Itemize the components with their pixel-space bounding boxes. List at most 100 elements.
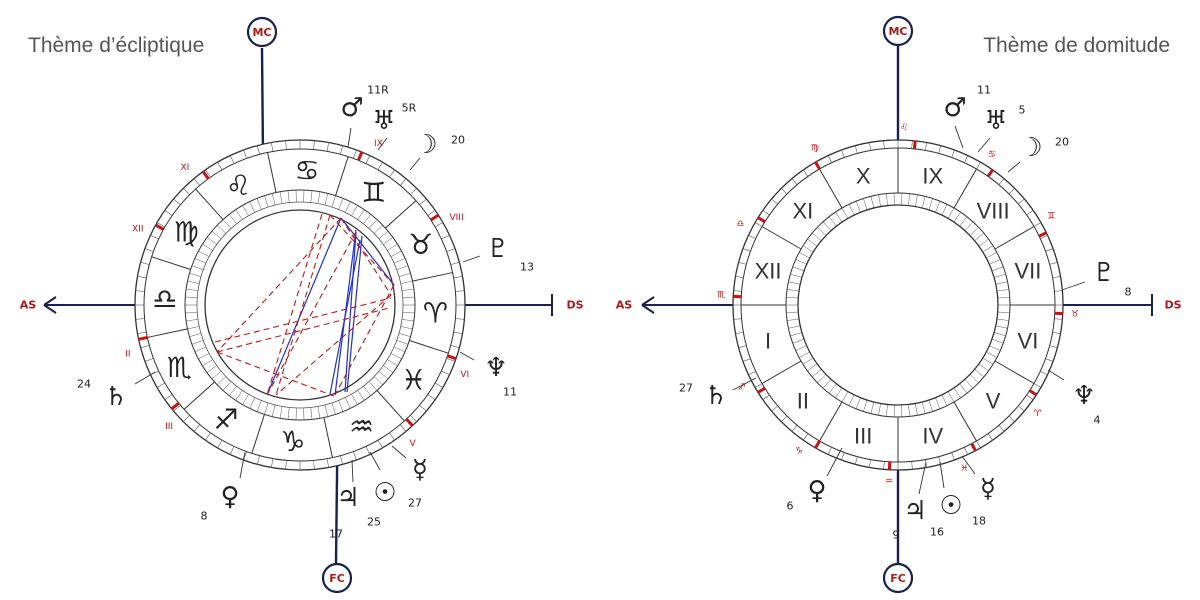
planet-moon-right-label: 20 (1055, 136, 1069, 149)
sign-divider (147, 328, 188, 338)
planet-mc-degree-right: 9 (893, 529, 900, 542)
planet-pointer-line (918, 461, 927, 495)
planet-pointer-line (954, 125, 964, 149)
planet-moon-right-glyph: ☽ (1019, 133, 1042, 163)
sign-marker-icon: ♉ (1071, 309, 1079, 319)
sign-cusp-mark (912, 140, 917, 150)
planet-mc-degree: 17 (329, 528, 343, 541)
planet-uranus-label: 5R (402, 102, 417, 115)
sign-divider (412, 272, 453, 282)
planet-saturn-glyph: ♄ (104, 382, 127, 412)
inner-degree-ticks (786, 193, 1010, 417)
sign-divider (267, 152, 277, 193)
ds-label-right: DS (1164, 299, 1181, 312)
house-x: X (856, 164, 871, 189)
planet-mars-label: 11R (367, 84, 389, 97)
planet-mercury-glyph: ☿ (412, 455, 428, 485)
sign-marker-icon: ♈ (1033, 409, 1042, 419)
planet-pointer-line (939, 461, 945, 489)
house-vii: VII (1014, 259, 1041, 284)
mc-marker-right-text: MC (888, 25, 907, 38)
planet-pluto-right-glyph: ♇ (1092, 258, 1115, 288)
planet-saturn-right: ♄27 (679, 381, 728, 411)
aspect-line-red (340, 217, 392, 296)
planet-pluto-label: 13 (520, 261, 534, 274)
planet-pointer-line (732, 377, 757, 391)
planet-uranus: ♅5R (372, 102, 416, 137)
sign-scorpio-icon: ♏ (167, 351, 192, 384)
aspect-line-blue (346, 235, 363, 393)
planet-uranus-right: ♅5 (984, 104, 1025, 137)
sign-divider (183, 381, 215, 410)
planet-pluto-right: ♇8 (1092, 258, 1131, 299)
planet-venus: ♀8 (201, 482, 240, 523)
aspect-line-blue (329, 239, 361, 395)
planet-jupiter: ♃25 (336, 483, 381, 529)
sign-cusp-mark (1038, 231, 1047, 238)
sign-divider (376, 390, 405, 422)
sign-divider (409, 340, 449, 354)
house-vi: VI (1018, 328, 1039, 353)
planet-mercury: ☿ (412, 455, 428, 485)
planet-pointer-line (462, 255, 481, 263)
aspect-line-red (216, 351, 335, 397)
planet-mars-right-glyph: ♂ (943, 93, 966, 123)
planet-mercury-right: ☿ (980, 474, 996, 504)
inner-degree-ticks (185, 190, 415, 420)
planet-jupiter-right: ♃16 (903, 496, 944, 539)
aspect-line-blue (344, 231, 357, 393)
house-xii: XII (755, 259, 782, 284)
planet-saturn-label: 24 (77, 378, 91, 391)
house-divider (761, 226, 802, 250)
house-label-xi: XI (181, 163, 190, 173)
planet-mc-degree-label: 17 (329, 528, 343, 541)
sign-cusp-mark (814, 161, 821, 170)
planet-pointer-line (459, 351, 475, 361)
sign-marker-icon: ♑ (795, 447, 803, 457)
as-label: AS (20, 299, 37, 312)
ds-label: DS (566, 299, 583, 312)
planet-venus-right-glyph: ♀ (807, 476, 826, 506)
mc-marker-right: MC (882, 15, 914, 47)
planet-jupiter-right-label: 16 (930, 526, 944, 539)
aspect-line-red (275, 214, 331, 396)
planet-moon-right: ☽ 20 (1019, 133, 1069, 163)
sign-pisces-icon: ♓ (401, 363, 426, 396)
house-divider (994, 360, 1035, 384)
house-divider (994, 226, 1035, 250)
fc-marker-right-text: FC (890, 572, 906, 585)
house-label-iii: III (165, 422, 173, 432)
planet-pointer-line (977, 137, 991, 153)
planet-sun-right: ☉18 (939, 491, 986, 528)
planet-moon: ☽ 20 (414, 130, 465, 160)
planet-moon-label: 20 (451, 134, 465, 147)
mc-marker: MC (246, 16, 278, 48)
planet-venus-right: ♀6 (787, 476, 827, 513)
planet-moon-glyph: ☽ (414, 130, 437, 160)
planet-neptune: ♆11 (484, 353, 517, 399)
planet-pointer-line (961, 455, 976, 475)
planet-pointer-line (134, 371, 156, 385)
house-label-vi: VI (460, 370, 469, 380)
house-divider (819, 401, 843, 442)
fc-axis-line (334, 465, 339, 564)
planet-uranus-right-label: 5 (1019, 104, 1026, 117)
planet-pointer-line (1047, 369, 1065, 381)
fc-marker: FC (321, 562, 353, 594)
sign-cancer-icon: ♋ (295, 154, 320, 187)
aspect-line-red (334, 284, 395, 396)
planet-pointer-line (409, 157, 421, 171)
sign-sagittarius-icon: ♐ (214, 403, 239, 436)
planet-jupiter-label: 25 (367, 516, 381, 529)
house-divider (953, 401, 977, 442)
as-label-right: AS (616, 299, 633, 312)
sign-virgo-icon: ♍ (174, 216, 199, 249)
sign-marker-icon: ♎ (736, 220, 744, 230)
planet-venus-right-label: 6 (787, 500, 794, 513)
aspect-line-red (275, 294, 392, 396)
mc-marker-text: MC (252, 26, 271, 39)
house-iii: III (854, 423, 872, 448)
house-cusp-mark (430, 213, 440, 222)
planet-saturn: ♄ 24 (77, 378, 128, 413)
